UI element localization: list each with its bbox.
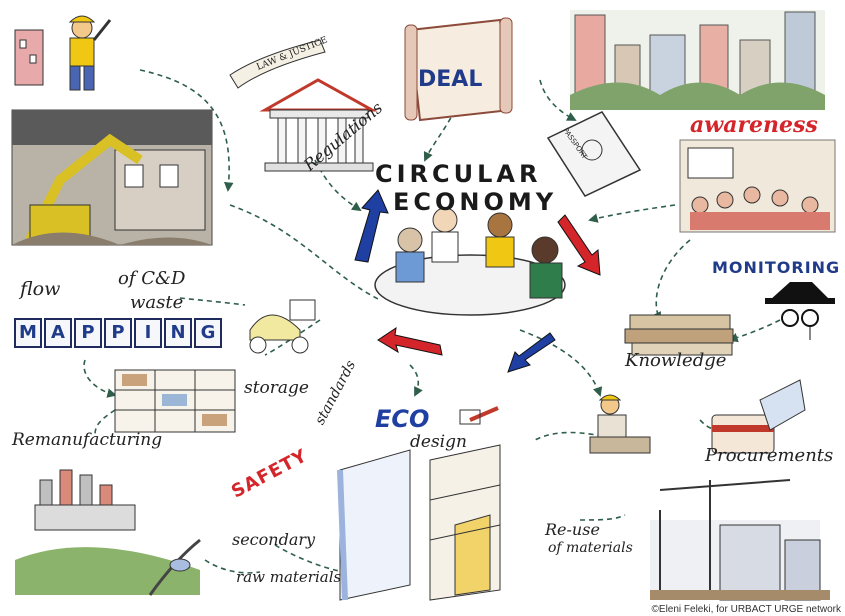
copyright-credit: ©Eleni Feleki, for URBACT URGE network — [651, 604, 841, 615]
design-label: design — [410, 432, 467, 452]
storage-label: storage — [244, 378, 309, 398]
awareness-meeting-icon — [679, 139, 836, 233]
circular-economy-title-line2: ECONOMY — [393, 188, 558, 216]
mapping-letter: M — [14, 318, 42, 348]
mapping-letter: P — [104, 318, 132, 348]
flow-label: flow — [20, 278, 61, 300]
of-cd-label: of C&D — [118, 268, 186, 289]
demolition-scene-icon — [11, 109, 213, 246]
monitoring-label: MONITORING — [712, 258, 841, 277]
eco-label: ECO — [375, 405, 430, 433]
courthouse-icon — [259, 78, 378, 172]
waste-label: waste — [130, 292, 184, 313]
eco-design-buildings-icon — [337, 444, 501, 601]
mapping-letter: I — [134, 318, 162, 348]
procurement-card-icon — [711, 379, 806, 454]
construction-worker-icon — [14, 15, 112, 91]
construction-cranes-icon — [650, 479, 830, 601]
knowledge-label: Knowledge — [625, 350, 727, 371]
monitoring-spy-icon — [765, 282, 835, 340]
meeting-table-icon — [374, 207, 566, 316]
passport-icon — [546, 111, 642, 197]
awareness-label: awareness — [690, 112, 818, 138]
knowledge-books-icon — [624, 314, 734, 356]
reuse-label: Re-use — [545, 520, 600, 539]
mapping-letter: A — [44, 318, 72, 348]
secondary-label: secondary — [232, 530, 316, 549]
scooter-icon — [249, 299, 316, 354]
remanufacturing-label: Remanufacturing — [12, 430, 163, 450]
deal-scroll-icon — [404, 17, 513, 122]
procurements-label: Procurements — [705, 445, 834, 466]
mapping-banner: M A P P I N G — [14, 318, 222, 348]
storage-shelves-icon — [114, 369, 236, 433]
deal-label: DEAL — [418, 67, 482, 92]
engineer-worker-icon — [589, 394, 651, 454]
law-banner-icon — [229, 39, 326, 89]
of-materials-label: of materials — [548, 540, 633, 556]
circular-economy-title-line1: CIRCULAR — [375, 160, 542, 188]
raw-materials-label: raw materials — [236, 568, 342, 586]
circular-arrows — [354, 189, 601, 373]
mapping-letter: G — [194, 318, 222, 348]
city-skyline-icon — [570, 10, 825, 110]
mapping-letter: P — [74, 318, 102, 348]
pencil-icon — [459, 406, 499, 425]
factory-icon — [15, 469, 201, 596]
mapping-letter: N — [164, 318, 192, 348]
